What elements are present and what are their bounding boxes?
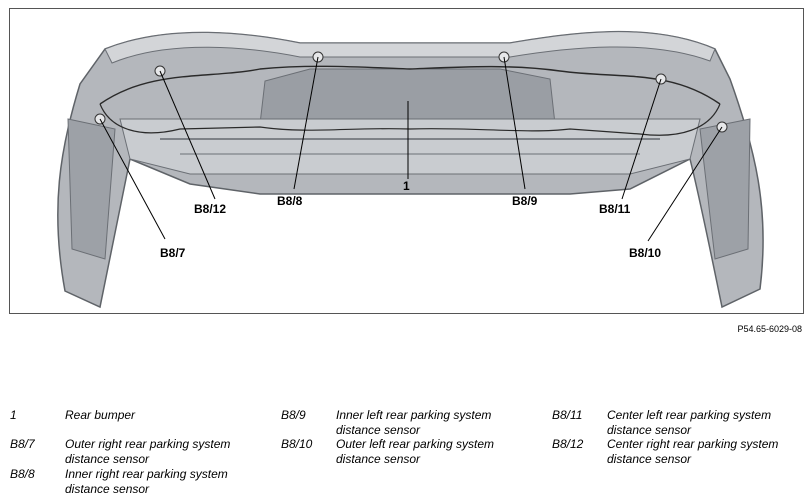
callout-b8-11: B8/11 [599,202,631,216]
legend-desc: Inner right rear parking system distance… [65,467,228,496]
legend-desc: Outer left rear parking system distance … [336,437,495,466]
callout-b8-12: B8/12 [194,202,227,216]
wiring-harness [99,65,721,105]
callout-b8-8: B8/8 [277,194,303,208]
figure-code: P54.65-6029-08 [737,324,802,334]
leader-lines [99,56,723,242]
legend-code: B8/9 [281,408,306,422]
legend-desc: Center left rear parking system distance… [607,408,772,437]
callout-b8-9: B8/9 [512,194,538,208]
legend-code: B8/8 [10,467,35,481]
bumper-drawing [57,30,764,309]
callout-b8-10: B8/10 [629,246,662,260]
legend-code: B8/11 [552,408,583,422]
legend-desc: Inner left rear parking system distance … [336,408,492,437]
legend-code: B8/7 [10,437,35,451]
bumper-illustration: 1 B8/12 B8/8 B8/7 B8/9 B8/11 B8/10 [9,8,804,314]
legend-code: 1 [10,408,17,422]
legend-desc: Rear bumper [65,408,136,422]
legend-code: B8/12 [552,437,584,451]
legend-desc: Center right rear parking system distanc… [607,437,779,466]
callout-b8-7: B8/7 [160,246,186,260]
callout-1: 1 [403,179,410,193]
legend-desc: Outer right rear parking system distance… [65,437,231,466]
legend-code: B8/10 [281,437,313,451]
